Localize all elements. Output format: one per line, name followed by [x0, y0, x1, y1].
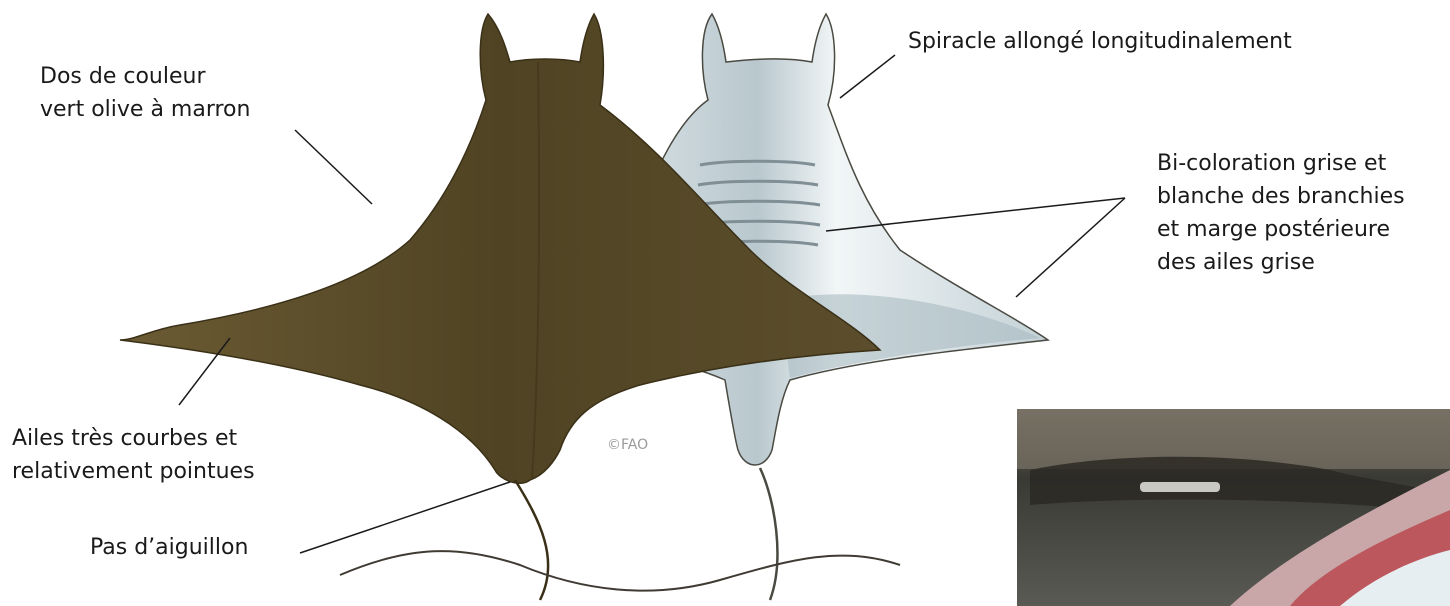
leader-spine	[300, 482, 510, 553]
copyright-fao: ©FAO	[607, 437, 648, 453]
label-wings-line1: Ailes très courbes et	[12, 422, 255, 455]
label-spine-text: Pas d’aiguillon	[90, 531, 248, 564]
label-dorsal-line1: Dos de couleur	[40, 60, 250, 93]
tail-wave	[340, 551, 900, 591]
label-ventral-coloration: Bi-coloration grise et blanche des branc…	[1157, 147, 1405, 279]
label-ventral-line1: Bi-coloration grise et	[1157, 147, 1405, 180]
label-ventral-line4: des ailes grise	[1157, 246, 1405, 279]
label-dorsal-line2: vert olive à marron	[40, 93, 250, 126]
label-dorsal-color: Dos de couleur vert olive à marron	[40, 60, 250, 126]
leader-dorsal	[295, 130, 372, 204]
label-no-spine: Pas d’aiguillon	[90, 531, 248, 564]
label-spiracle-text: Spiracle allongé longitudinalement	[908, 25, 1292, 58]
label-ventral-line3: et marge postérieure	[1157, 213, 1405, 246]
label-wings: Ailes très courbes et relativement point…	[12, 422, 255, 488]
label-ventral-line2: blanche des branchies	[1157, 180, 1405, 213]
leader-ventral-margin	[1016, 198, 1125, 297]
label-spiracle: Spiracle allongé longitudinalement	[908, 25, 1292, 58]
ventral-tail	[760, 468, 777, 600]
leader-spiracle	[840, 55, 895, 98]
photo-inset	[1017, 409, 1450, 606]
label-wings-line2: relativement pointues	[12, 455, 255, 488]
dorsal-tail	[515, 480, 548, 600]
